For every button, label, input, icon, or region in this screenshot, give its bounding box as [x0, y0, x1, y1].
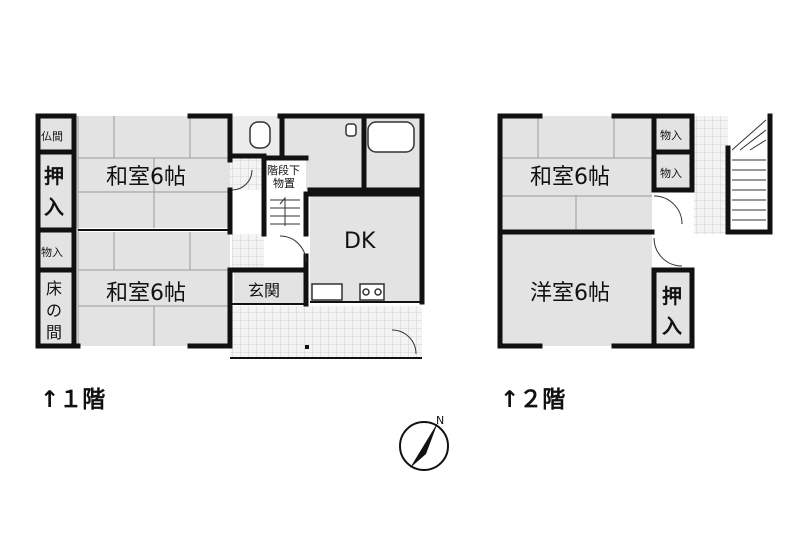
kaidan-shita-room [266, 158, 306, 190]
toilet-icon [249, 121, 271, 149]
hall-tile [230, 158, 264, 190]
stove-icon [359, 283, 385, 301]
burner-icon [374, 288, 382, 296]
floor2-caption: ↑２階 [500, 387, 566, 413]
monoire-room [38, 232, 74, 270]
terrace-tile [230, 306, 422, 358]
floor2-plan: 和室6帖 物入 物入 洋室6帖 押 入 [497, 113, 773, 349]
floor1-walls [35, 113, 425, 349]
floor1-thin-walls [78, 229, 422, 359]
tokonoma-label-3: 間 [46, 323, 62, 342]
monoire2-bottom-label: 物入 [660, 166, 682, 180]
tokonoma-label-2: の [46, 301, 62, 320]
entry-tile [232, 234, 264, 270]
stair-room [266, 194, 306, 234]
oshiire2-label-2: 入 [662, 314, 682, 338]
tatami2-lines [500, 116, 652, 230]
oshiire2-room [656, 272, 692, 346]
monoire2-top-room [656, 116, 692, 152]
door-swings [231, 169, 417, 355]
kitchen-sink-icon [311, 283, 343, 301]
butsuma-room [38, 118, 74, 152]
oshiire2-label-1: 押 [662, 284, 682, 308]
north-mark: N [436, 414, 444, 427]
north-arrow-icon [410, 422, 438, 468]
compass: N [399, 414, 449, 471]
oshiire-label-2: 入 [44, 195, 64, 219]
stair-icon [270, 196, 300, 226]
butsuma-label: 仏間 [41, 130, 63, 143]
washitsu2-label: 和室6帖 [530, 165, 610, 190]
monoire2-top-label: 物入 [660, 128, 682, 142]
floor2-walls [497, 113, 773, 349]
monoire2-bottom-room [656, 154, 692, 190]
washitsu-bottom-label: 和室6帖 [106, 281, 186, 306]
yoshitsu-room [500, 234, 652, 346]
stair2-icon [731, 119, 767, 221]
post-marker [305, 345, 309, 349]
kaidan-shita-label-1: 階段下 [267, 163, 300, 177]
oshiire-room [38, 154, 74, 228]
washitsu-top-label: 和室6帖 [106, 165, 186, 190]
burner-icon [362, 288, 370, 296]
door2-swings [653, 195, 683, 267]
sink-icon [345, 123, 357, 137]
oshiire-label-1: 押 [44, 164, 64, 188]
monoire-label: 物入 [41, 245, 63, 259]
genkan-room [234, 272, 306, 304]
yoshitsu-label: 洋室6帖 [530, 281, 610, 306]
genkan-label: 玄関 [248, 281, 280, 300]
bathtub-icon [367, 121, 415, 153]
hall2-tile [694, 116, 728, 234]
tokonoma-room [38, 272, 74, 346]
fixtures [249, 121, 415, 301]
kaidan-shita-label-2: 物置 [273, 176, 295, 190]
dk-label: DK [344, 229, 376, 254]
floor1-plan: 和室6帖 和室6帖 仏間 押 入 物入 床 の 間 階段下 物置 DK 玄関 [35, 113, 425, 359]
tokonoma-label-1: 床 [46, 279, 62, 298]
floor1-caption: ↑１階 [40, 387, 106, 413]
